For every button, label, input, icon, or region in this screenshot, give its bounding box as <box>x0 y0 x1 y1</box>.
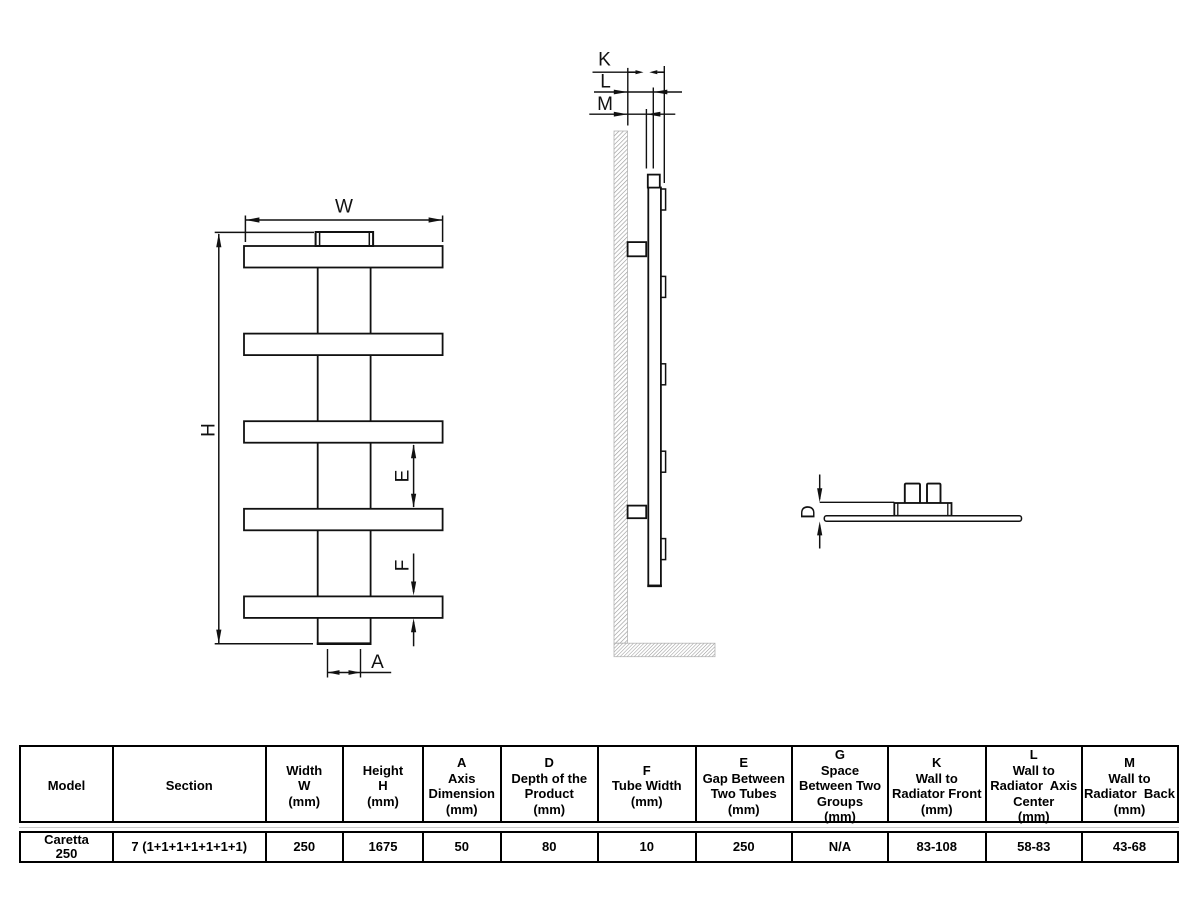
svg-text:A: A <box>371 652 384 673</box>
svg-text:F: F <box>392 560 413 572</box>
svg-text:E: E <box>392 470 413 483</box>
svg-text:M: M <box>597 94 613 115</box>
svg-text:K: K <box>598 50 611 71</box>
svg-text:H: H <box>198 423 219 437</box>
svg-text:D: D <box>798 505 819 519</box>
svg-text:W: W <box>335 197 353 218</box>
svg-text:L: L <box>600 71 611 92</box>
